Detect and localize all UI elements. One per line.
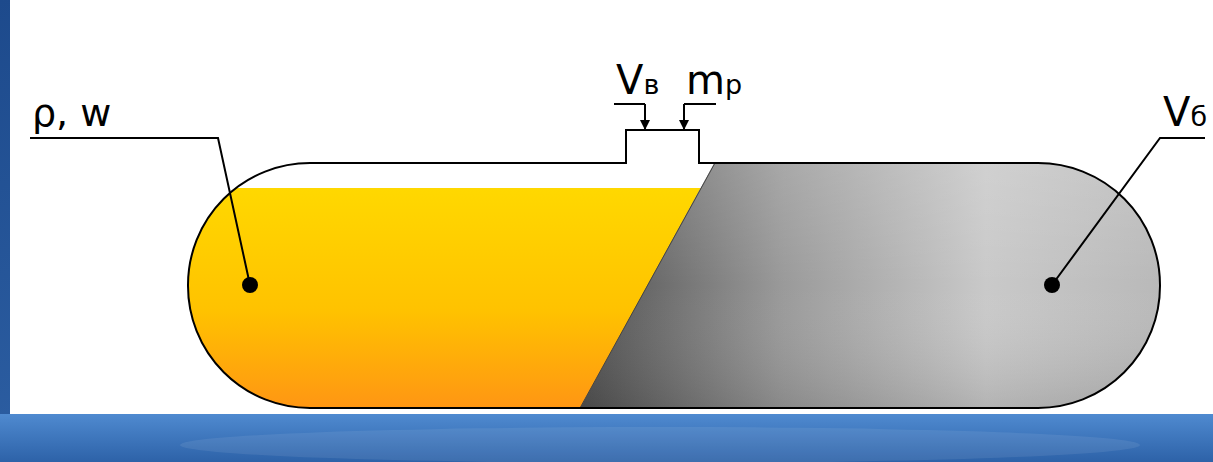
symbol-label: mр: [686, 60, 742, 100]
leader-dot: [1044, 277, 1060, 293]
vessel-contents: [188, 163, 1160, 408]
leader-line: [684, 103, 716, 105]
bottom-band: [0, 414, 1213, 462]
leader-dot: [242, 277, 258, 293]
slide-ground: [10, 0, 1213, 414]
symbol-label: Vв: [616, 60, 659, 100]
vessel-outline: [188, 163, 1160, 408]
inlet-arrow: [644, 104, 646, 129]
leader-line: [614, 103, 645, 105]
leader-line: [1052, 138, 1205, 285]
symbol-label: ρ, w: [32, 94, 111, 132]
solid-phase: [578, 163, 1160, 408]
inlet-nozzle: [626, 130, 699, 164]
reflection: [180, 427, 1140, 462]
inlet-arrow: [683, 104, 685, 129]
symbol-label: Vб: [1163, 92, 1207, 132]
leader-line: [30, 138, 250, 285]
